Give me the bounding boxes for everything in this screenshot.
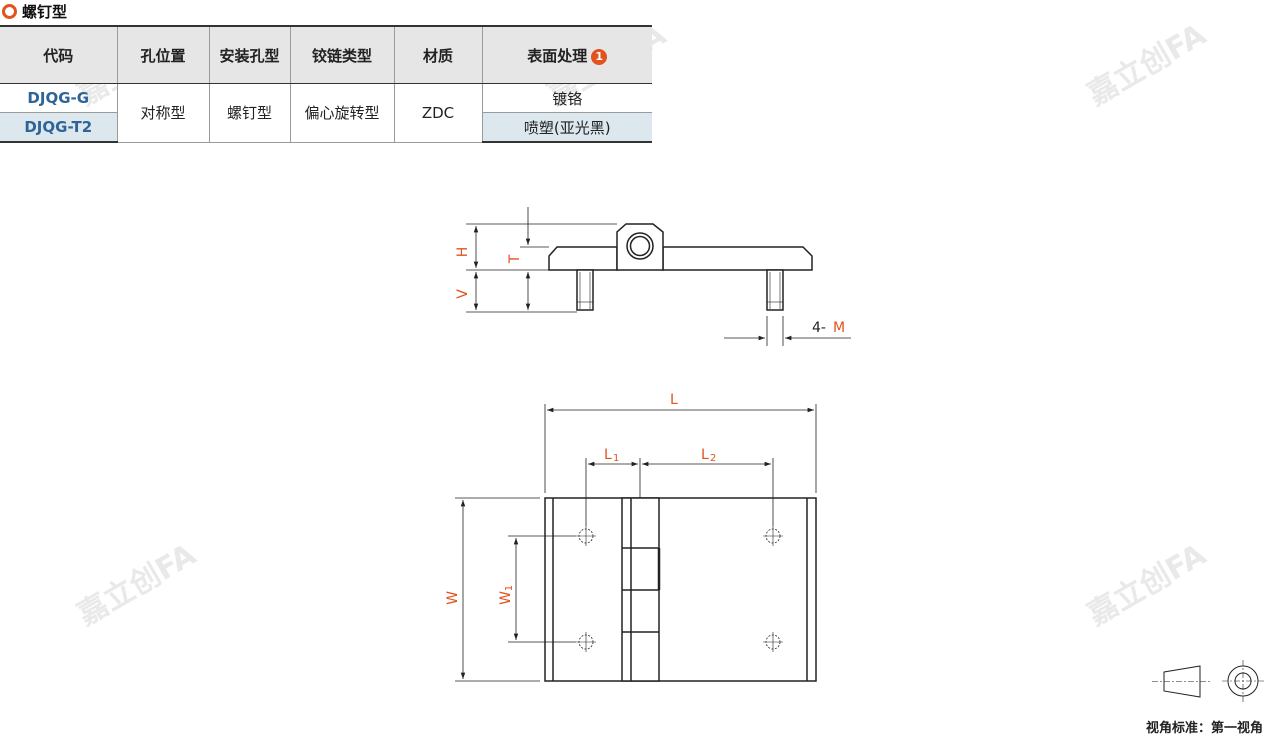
surface-cell: 喷塑(亚光黑) bbox=[482, 112, 652, 143]
right-leaf bbox=[662, 246, 813, 271]
header-mount-hole: 安装孔型 bbox=[209, 25, 291, 84]
left-screw bbox=[576, 269, 594, 311]
dim-l1-label: L bbox=[604, 447, 612, 463]
material-cell: ZDC bbox=[394, 83, 483, 143]
header-hinge-type: 铰链类型 bbox=[290, 25, 395, 84]
code-cell: DJQG-G bbox=[0, 83, 118, 113]
left-leaf bbox=[548, 246, 618, 271]
section-title: 螺钉型 bbox=[2, 1, 67, 21]
dim-v-label: V bbox=[455, 289, 471, 299]
hinge-type-cell: 偏心旋转型 bbox=[290, 83, 395, 143]
hole-position-cell: 对称型 bbox=[117, 83, 210, 143]
circle-bullet-icon bbox=[2, 3, 17, 19]
dim-w1-label: W bbox=[498, 591, 514, 605]
section-title-text: 螺钉型 bbox=[22, 2, 68, 21]
dim-l1-sub: 1 bbox=[613, 453, 619, 464]
header-material: 材质 bbox=[394, 25, 483, 84]
note-badge-icon[interactable]: 1 bbox=[591, 48, 608, 65]
side-dimensions bbox=[466, 207, 851, 346]
surface-cell: 镀铬 bbox=[482, 83, 652, 113]
dim-m-prefix: 4- bbox=[812, 320, 826, 336]
dim-m-label: M bbox=[833, 320, 845, 336]
pin-hole-inner bbox=[629, 235, 651, 257]
mount-hole-cell: 螺钉型 bbox=[209, 83, 291, 143]
header-surface-label: 表面处理 bbox=[527, 46, 588, 65]
code-cell: DJQG-T2 bbox=[0, 112, 118, 143]
table-row: DJQG-G 对称型 螺钉型 偏心旋转型 ZDC 镀铬 bbox=[0, 83, 652, 143]
dim-w1-sub: 1 bbox=[504, 585, 515, 591]
dim-w-label: W bbox=[445, 591, 461, 605]
dim-h-label: H bbox=[455, 247, 471, 258]
dim-l2-sub: 2 bbox=[710, 453, 716, 464]
header-hole-position: 孔位置 bbox=[117, 25, 210, 84]
header-code: 代码 bbox=[0, 25, 118, 84]
dim-l2-label: L bbox=[701, 447, 709, 463]
right-screw bbox=[766, 269, 784, 311]
view-standard-label: 视角标准：第一视角 bbox=[1146, 721, 1264, 736]
table-row: DJQG-T2 喷塑(亚光黑) bbox=[0, 112, 652, 143]
first-angle-projection-icon bbox=[1152, 660, 1264, 702]
top-view bbox=[544, 497, 817, 682]
top-dimensions bbox=[455, 404, 817, 682]
dim-l-label: L bbox=[670, 392, 678, 408]
hinge-outline bbox=[544, 497, 817, 682]
side-view bbox=[548, 223, 813, 311]
dim-t-label: T bbox=[507, 254, 523, 264]
